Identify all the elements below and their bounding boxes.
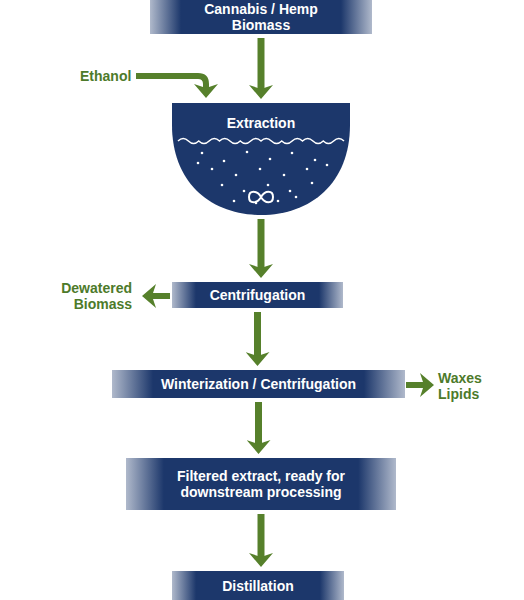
liquid-dot — [243, 190, 246, 193]
process-banner: Distillation — [172, 571, 344, 600]
liquid-dot — [269, 158, 272, 161]
liquid-dot — [314, 159, 317, 162]
liquid-dot — [326, 164, 329, 167]
liquid-dot — [197, 162, 200, 165]
byproduct-label: Dewatered Biomass — [10, 280, 132, 312]
vessel-body — [172, 103, 350, 215]
liquid-dot — [211, 168, 214, 171]
process-banner: Filtered extract, ready for downstream p… — [126, 458, 396, 510]
liquid-dot — [306, 168, 309, 171]
output-arrow — [152, 293, 170, 299]
flow-arrow — [255, 402, 262, 444]
flow-arrow — [258, 514, 265, 557]
liquid-dot — [223, 160, 226, 163]
input-label: Ethanol — [80, 68, 150, 84]
flow-arrow — [258, 219, 265, 268]
liquid-dot — [233, 200, 236, 203]
node-label: Winterization / Centrifugation — [161, 376, 356, 392]
input-banner: Cannabis / Hemp Biomass — [150, 0, 372, 34]
liquid-dot — [277, 200, 280, 203]
input-arrow — [136, 76, 206, 88]
liquid-dot — [201, 152, 204, 155]
liquid-dot — [246, 151, 249, 154]
liquid-dot — [311, 182, 314, 185]
liquid-dot — [259, 168, 262, 171]
flow-arrow — [258, 38, 265, 89]
liquid-wave — [178, 139, 344, 144]
node-label: Extraction — [227, 115, 295, 131]
node-label: Cannabis / Hemp Biomass — [196, 1, 326, 33]
node-label: Centrifugation — [210, 287, 306, 303]
process-banner: Winterization / Centrifugation — [112, 370, 405, 398]
output-arrow — [406, 382, 424, 388]
side-arrows — [136, 76, 424, 385]
liquid-dot — [295, 196, 298, 199]
stirrer-symbol — [249, 192, 273, 203]
flow-arrow — [254, 312, 261, 356]
liquid-dot — [267, 184, 270, 187]
byproduct-label: Waxes Lipids — [438, 370, 498, 402]
node-label: Filtered extract, ready for downstream p… — [154, 468, 369, 500]
node-label: Distillation — [222, 578, 294, 594]
liquid-dot — [283, 174, 286, 177]
liquid-dot — [221, 184, 224, 187]
liquid-dot — [291, 152, 294, 155]
liquid-dot — [235, 174, 238, 177]
extraction-vessel: Extraction — [172, 103, 350, 215]
process-banner: Centrifugation — [172, 282, 343, 308]
liquid-dot — [289, 190, 292, 193]
